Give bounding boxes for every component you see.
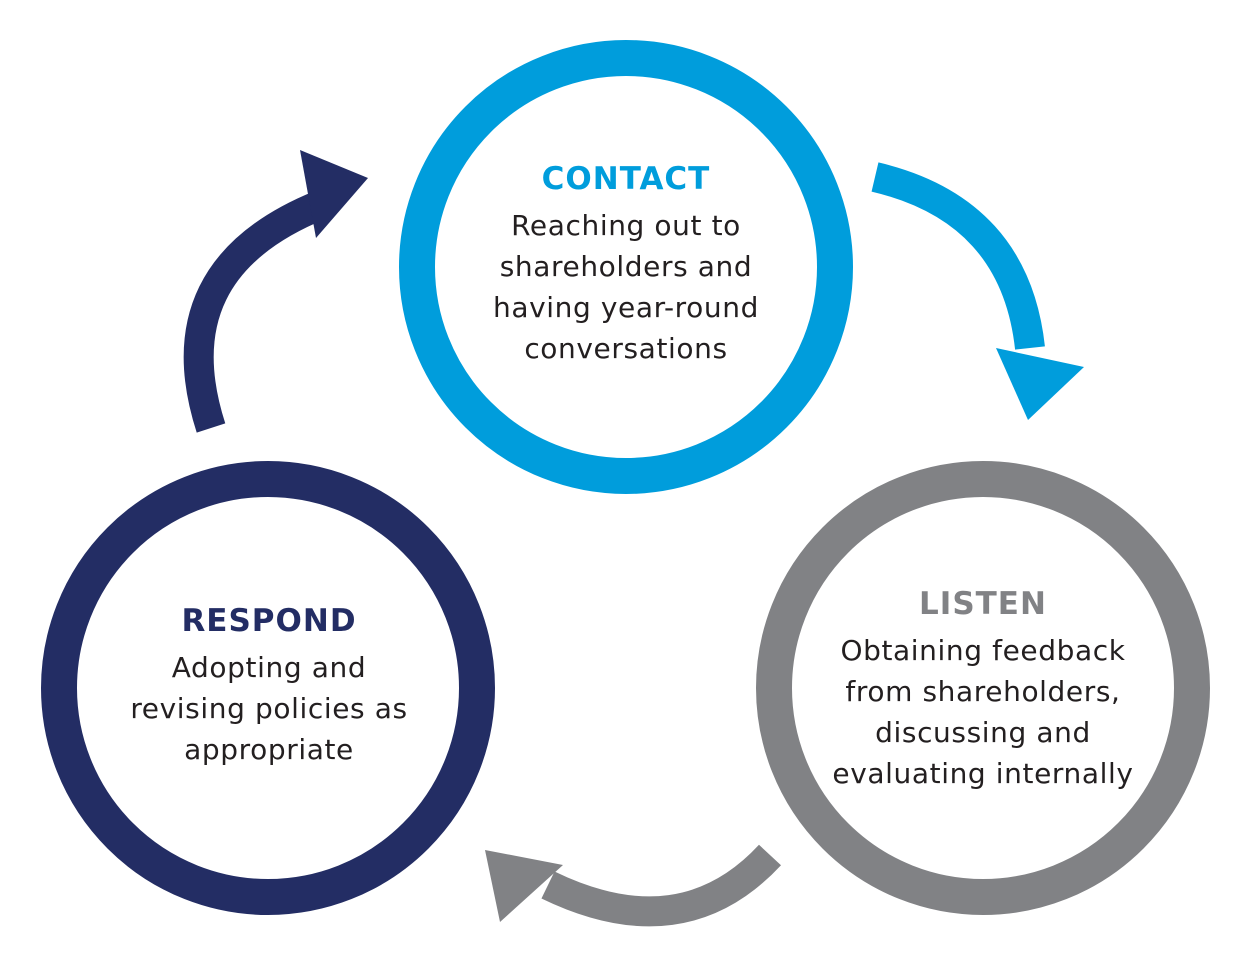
contact-title: CONTACT (541, 161, 711, 197)
contact-ring (399, 40, 853, 494)
listen-title: LISTEN (919, 586, 1047, 622)
contact-description: Reaching out to shareholders and having … (456, 205, 796, 369)
listen-line: from shareholders, (845, 675, 1121, 708)
arrow-contact-to-listen-shaft (871, 162, 1045, 350)
respond-line: Adopting and (171, 651, 367, 684)
arrow-listen-to-respond (485, 844, 781, 927)
respond-node: RESPOND Adopting and revising policies a… (99, 603, 439, 770)
contact-line: Reaching out to (511, 209, 741, 242)
arrow-listen-to-respond-head (485, 850, 563, 922)
contact-node: CONTACT Reaching out to shareholders and… (456, 161, 796, 369)
arrow-contact-to-listen (871, 162, 1084, 420)
listen-line: evaluating internally (832, 757, 1134, 790)
arrow-respond-to-contact-head (300, 150, 368, 238)
listen-line: Obtaining feedback (840, 634, 1126, 667)
listen-description: Obtaining feedback from shareholders, di… (813, 630, 1153, 794)
respond-line: appropriate (184, 733, 354, 766)
listen-line: discussing and (875, 716, 1091, 749)
listen-ring (756, 461, 1210, 915)
arrow-contact-to-listen-head (996, 348, 1084, 420)
contact-line: shareholders and (499, 250, 753, 283)
respond-ring (41, 461, 495, 915)
respond-title: RESPOND (181, 603, 357, 639)
listen-node: LISTEN Obtaining feedback from sharehold… (813, 586, 1153, 794)
respond-line: revising policies as (130, 692, 408, 725)
contact-line: having year-round (493, 291, 759, 324)
arrow-respond-to-contact (183, 150, 368, 433)
arrow-respond-to-contact-shaft (183, 191, 326, 433)
respond-description: Adopting and revising policies as approp… (99, 647, 439, 770)
contact-line: conversations (524, 332, 728, 365)
arrow-listen-to-respond-shaft (541, 844, 781, 927)
